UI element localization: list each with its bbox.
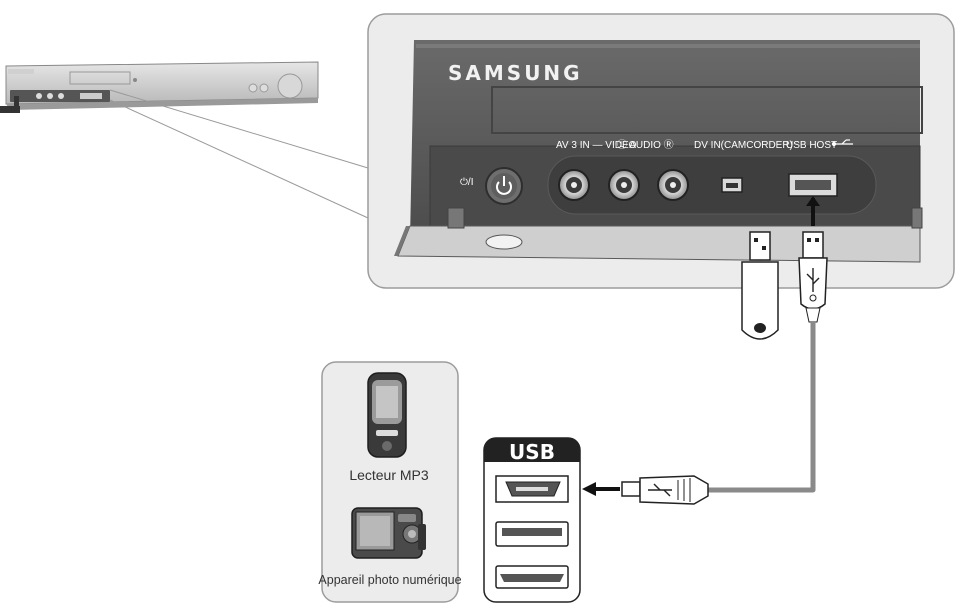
card-slot-port-icon (495, 565, 569, 589)
usb-box-title: USB (509, 440, 555, 464)
power-label: ⏻/I (460, 177, 473, 188)
usb-port-types-box: USB (483, 437, 581, 603)
mini-usb-port-icon (495, 475, 569, 503)
dv-in-port[interactable] (721, 177, 743, 193)
brand-logo: SAMSUNG (448, 61, 583, 85)
usb-host-port[interactable] (788, 173, 838, 197)
usb-cable-plug-mini (582, 475, 709, 505)
usb-a-port-icon (495, 521, 569, 547)
power-icon (496, 176, 512, 195)
compatible-devices-box: Lecteur MP3 Appareil photo numérique (318, 361, 462, 603)
av-in-label: AV 3 IN — VIDEO (556, 140, 637, 151)
front-panel-closeup: SAMSUNG ⏻/I AV 3 IN — VIDEO Ⓛ AUDIO Ⓡ DV… (367, 13, 955, 289)
usb-host-label: USB HOST (786, 140, 837, 151)
audio-right-jack[interactable] (657, 169, 689, 201)
audio-label: Ⓛ AUDIO Ⓡ (617, 139, 674, 151)
digital-camera-icon (351, 507, 426, 559)
usb-cable (706, 322, 816, 493)
audio-left-jack[interactable] (608, 169, 640, 201)
device-label-mp3: Lecteur MP3 (349, 467, 429, 483)
video-jack[interactable] (558, 169, 590, 201)
usb-flash-drive (741, 231, 779, 340)
mp3-player-icon (367, 372, 407, 458)
usb-cable-plug-a (798, 196, 828, 323)
callout-lines (109, 89, 369, 219)
usb-symbol-icon (831, 139, 853, 147)
player-thumbnail (0, 61, 319, 113)
dv-in-label: DV IN(CAMCORDER) (694, 140, 793, 151)
device-label-camera: Appareil photo numérique (318, 573, 461, 587)
